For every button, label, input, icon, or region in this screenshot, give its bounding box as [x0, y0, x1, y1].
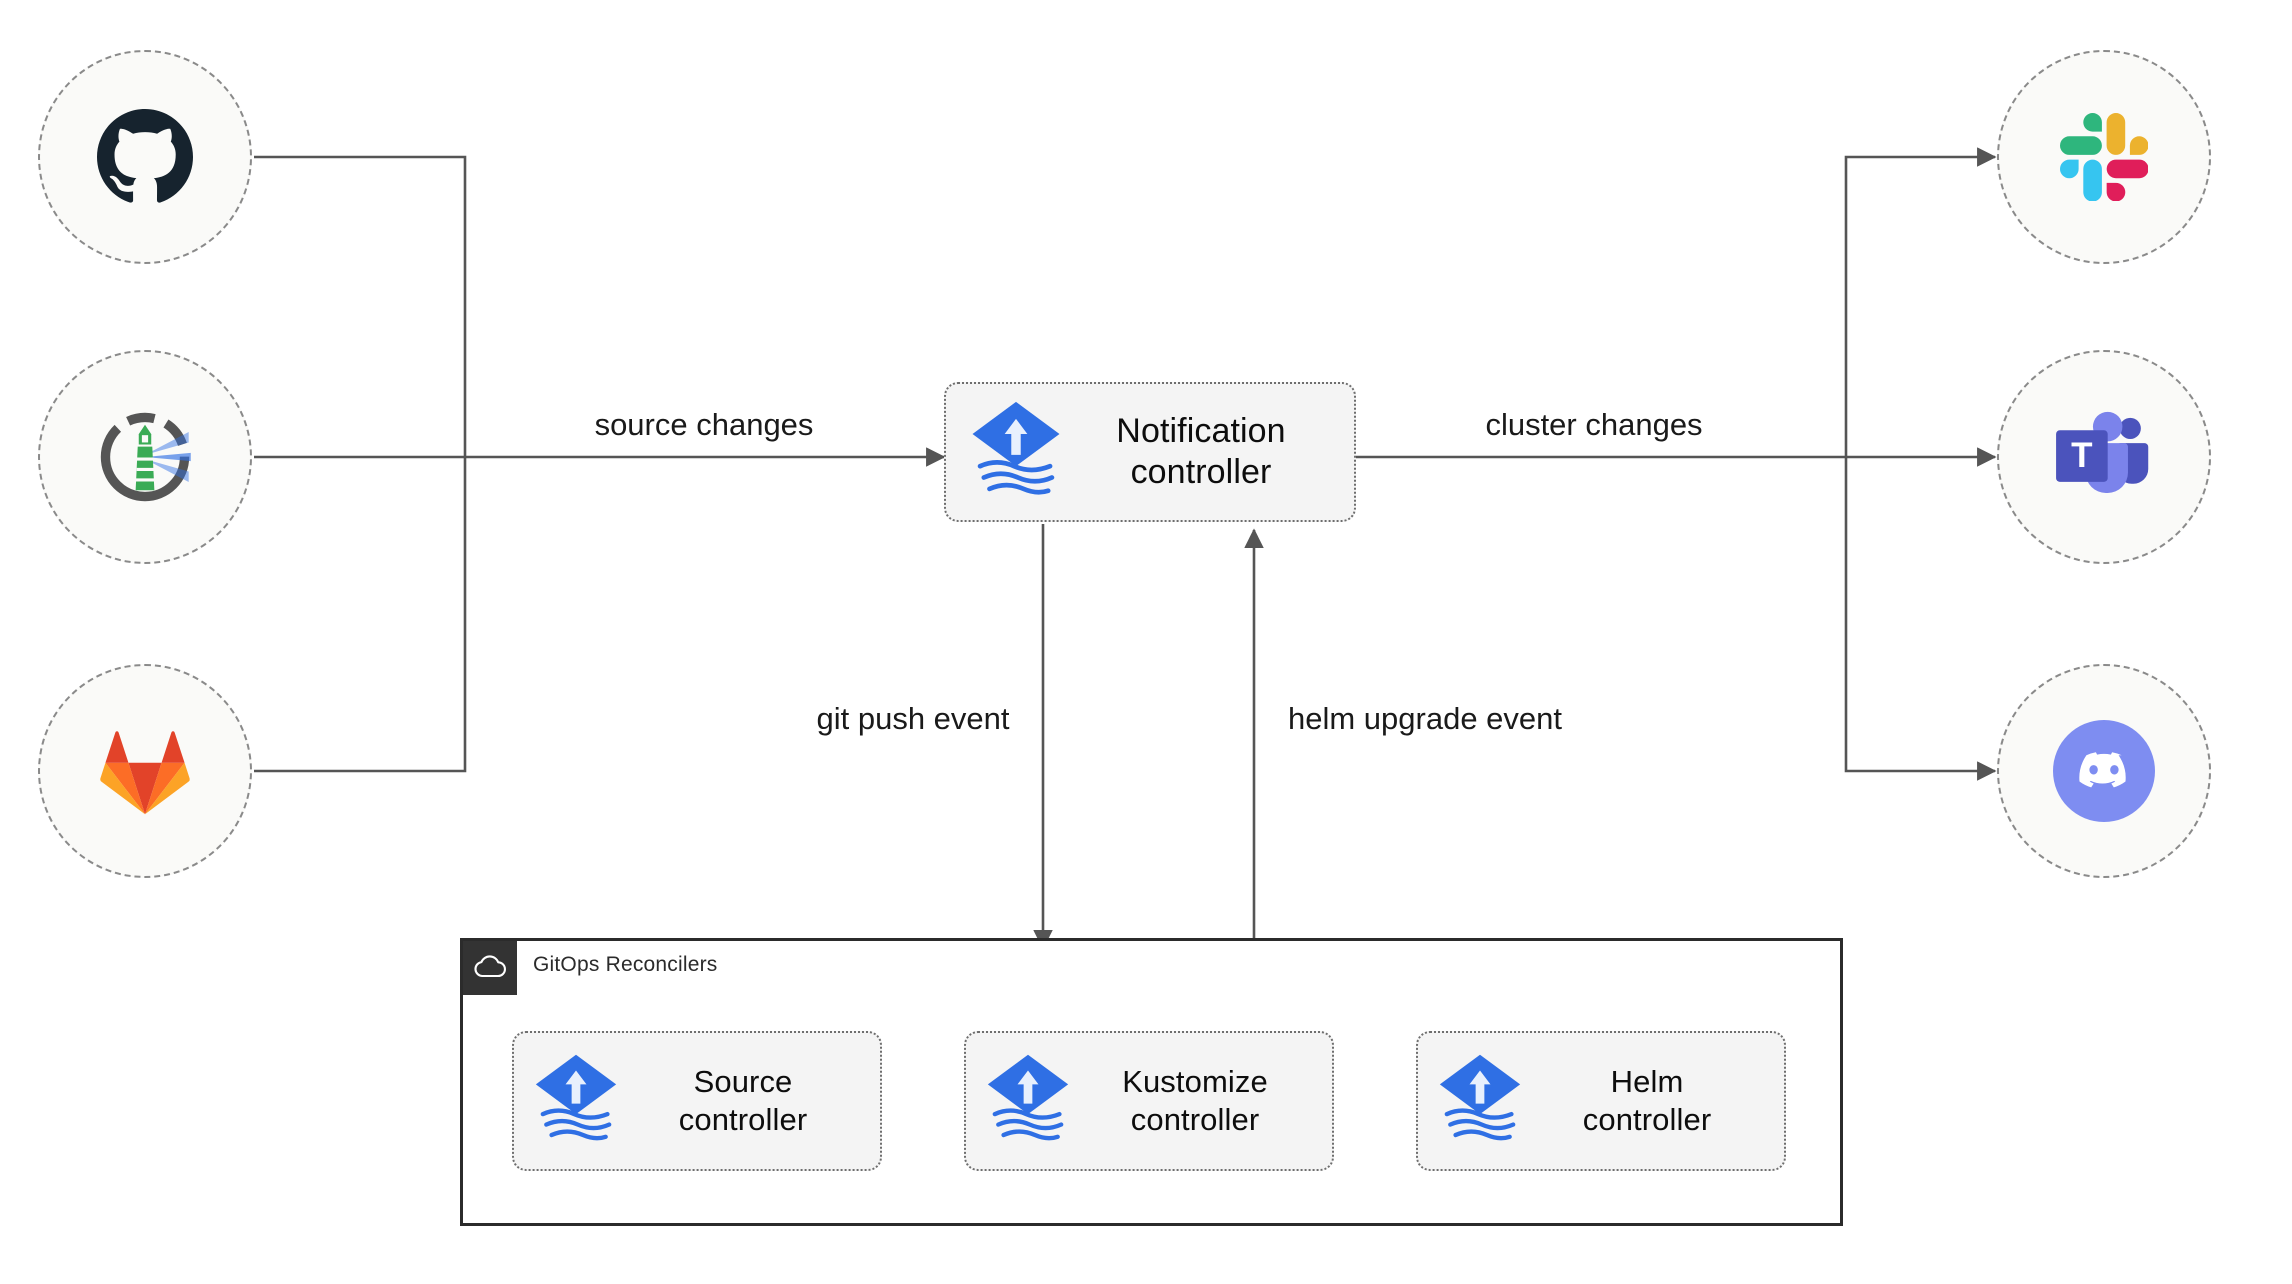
helm-controller-box[interactable]: Helm controller — [1416, 1031, 1786, 1171]
destination-node-discord[interactable] — [1997, 664, 2211, 878]
wire-bus-to-discord — [1844, 457, 1997, 781]
slack-icon — [2060, 113, 2148, 201]
flux-icon — [532, 1053, 620, 1149]
flux-icon — [984, 1053, 1072, 1149]
source-node-github[interactable] — [38, 50, 252, 264]
source-node-lighthouse[interactable] — [38, 350, 252, 564]
wire-github-to-bus — [254, 155, 467, 457]
edge-label-helm-upgrade-event: helm upgrade event — [1287, 701, 1563, 736]
notification-controller-label: Notification controller — [1116, 411, 1286, 491]
teams-icon: T — [2052, 410, 2156, 504]
cloud-icon — [473, 953, 507, 984]
destination-node-slack[interactable] — [1997, 50, 2211, 264]
svg-text:T: T — [2071, 436, 2092, 475]
group-icon-tab — [463, 941, 517, 995]
lighthouse-icon — [93, 405, 197, 509]
discord-icon — [2050, 717, 2158, 825]
group-title: GitOps Reconcilers — [533, 953, 718, 976]
wire-gitlab-to-bus — [254, 457, 467, 773]
source-controller-box[interactable]: Source controller — [512, 1031, 882, 1171]
source-node-gitlab[interactable] — [38, 664, 252, 878]
edge-label-cluster-changes: cluster changes — [1485, 407, 1703, 442]
kustomize-controller-box[interactable]: Kustomize controller — [964, 1031, 1334, 1171]
flux-icon — [1436, 1053, 1524, 1149]
kustomize-controller-label: Kustomize controller — [1122, 1064, 1268, 1137]
edge-label-source-changes: source changes — [594, 407, 814, 442]
github-icon — [97, 109, 193, 205]
gitlab-icon — [99, 727, 191, 815]
edge-label-git-push-event: git push event — [816, 701, 1010, 736]
flux-icon — [968, 400, 1064, 504]
destination-node-teams[interactable]: T — [1997, 350, 2211, 564]
helm-controller-label: Helm controller — [1582, 1064, 1712, 1137]
notification-controller-box[interactable]: Notification controller — [944, 382, 1356, 522]
wire-bus-to-slack — [1844, 147, 1997, 457]
source-controller-label: Source controller — [678, 1064, 808, 1137]
